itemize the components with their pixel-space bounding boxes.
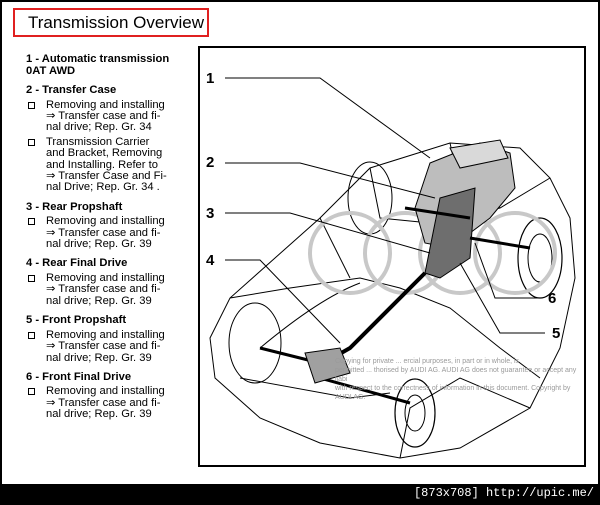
item-line: nal drive; Rep. Gr. 39 — [46, 351, 152, 364]
car-drivetrain-illustration — [209, 77, 576, 459]
heading-line: 0AT AWD — [26, 64, 76, 77]
heading-line: 4 - Rear Final Drive — [26, 257, 128, 270]
item-line: and Bracket, Removing — [46, 147, 163, 160]
section-heading: 5 - Front Propshaft — [26, 315, 191, 327]
section-heading: 2 - Transfer Case — [26, 84, 191, 97]
callout-1: 1 — [206, 70, 215, 87]
item-line: Transmission Carrier — [46, 135, 150, 148]
item-line: nal drive; Rep. Gr. 34 — [46, 121, 152, 134]
checkbox-icon — [28, 101, 35, 109]
watermark-line-1: Copying for private ... ercial purposes,… — [335, 358, 520, 365]
list-item: Removing and installing⇒ Transfer case a… — [26, 98, 191, 134]
heading-line: 5 - Front Propshaft — [26, 314, 127, 327]
item-line: nal drive; Rep. Gr. 39 — [46, 238, 152, 251]
callout-3: 3 — [206, 205, 215, 222]
document-page: Transmission Overview 1 - Automatic tran… — [2, 2, 598, 484]
checkbox-icon — [28, 331, 35, 339]
callout-4: 4 — [206, 252, 215, 269]
item-line: and Installing. Refer to — [46, 158, 158, 171]
item-line: Removing and installing — [46, 328, 165, 341]
item-line[interactable]: ⇒ Transfer Case and Fi- — [46, 169, 167, 182]
list-item: Removing and installing⇒ Transfer case a… — [26, 385, 191, 421]
callout-5: 5 — [552, 325, 561, 342]
checkbox-icon — [28, 138, 35, 146]
item-line[interactable]: ⇒ Transfer case and fi- — [46, 340, 161, 353]
heading-line: 3 - Rear Propshaft — [26, 200, 123, 213]
list-item: Removing and installing⇒ Transfer case a… — [26, 271, 191, 307]
checkbox-icon — [28, 274, 35, 282]
callout-2: 2 — [206, 154, 215, 171]
title-box: Transmission Overview — [13, 8, 209, 37]
checkbox-icon — [28, 388, 35, 396]
item-line: Removing and installing — [46, 271, 165, 284]
copyright-watermark: Copying for private ... ercial purposes,… — [335, 357, 584, 402]
item-line: Removing and installing — [46, 215, 165, 228]
item-line: nal drive; Rep. Gr. 39 — [46, 408, 152, 421]
list-item: Removing and installing⇒ Transfer case a… — [26, 215, 191, 251]
image-footer-url[interactable]: [873x708] http://upic.me/ — [413, 486, 594, 500]
heading-line: 1 - Automatic transmission — [26, 53, 170, 65]
section-heading: 3 - Rear Propshaft — [26, 200, 191, 214]
callout-6: 6 — [548, 290, 557, 307]
heading-line: 2 - Transfer Case — [26, 84, 117, 96]
item-line: nal Drive; Rep. Gr. 34 . — [46, 181, 160, 194]
page-title: Transmission Overview — [28, 13, 205, 32]
item-line[interactable]: ⇒ Transfer case and fi- — [46, 109, 161, 122]
watermark-line-3: with respect to the correctness of infor… — [335, 385, 571, 401]
item-line: Removing and installing — [46, 98, 165, 111]
item-line: Removing and installing — [46, 385, 165, 398]
watermark-line-2: permitted ... thorised by AUDI AG. AUDI … — [335, 367, 577, 383]
item-line[interactable]: ⇒ Transfer case and fi- — [46, 226, 161, 239]
section-heading: 6 - Front Final Drive — [26, 370, 191, 384]
checkbox-icon — [28, 218, 35, 226]
section-heading: 4 - Rear Final Drive — [26, 258, 191, 270]
list-item: Removing and installing⇒ Transfer case a… — [26, 328, 191, 364]
item-line[interactable]: ⇒ Transfer case and fi- — [46, 283, 161, 296]
transmission-figure: 1 2 3 4 5 6 Copying for private ... erci… — [198, 46, 586, 467]
item-line: nal drive; Rep. Gr. 39 — [46, 294, 152, 307]
item-line[interactable]: ⇒ Transfer case and fi- — [46, 396, 161, 409]
heading-line: 6 - Front Final Drive — [26, 370, 132, 383]
